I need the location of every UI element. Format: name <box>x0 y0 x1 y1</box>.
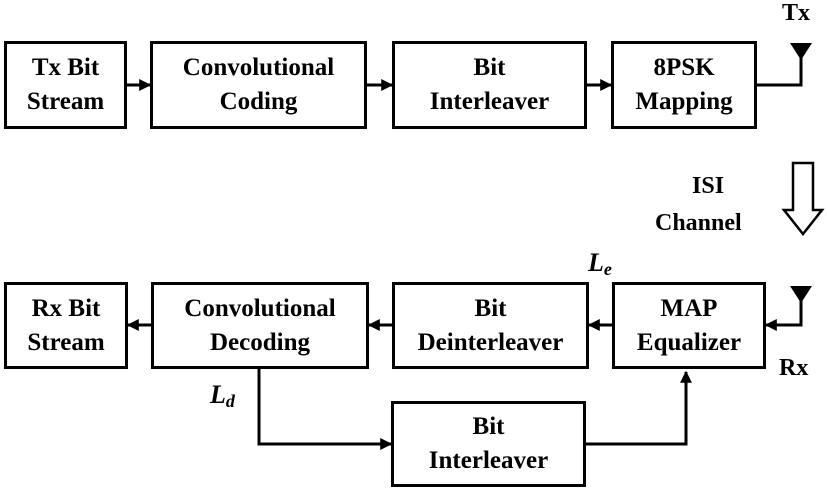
ld-decoder-llr-label: Ld <box>210 380 235 412</box>
le-extrinsic-llr-label: Le <box>588 248 612 280</box>
bit-interleaver-tx-line1: Bit <box>473 54 506 81</box>
convolutional-decoding-block: Convolutional Decoding <box>151 282 369 369</box>
bit-deinterleaver-block: Bit Deinterleaver <box>392 282 589 369</box>
bit-deinterleaver-line2: Deinterleaver <box>417 328 564 356</box>
isi-channel-label-line1: ISI <box>692 173 725 199</box>
isi-channel-arrow-icon <box>781 161 825 237</box>
convolutional-decoding-line2: Decoding <box>210 328 310 356</box>
8psk-mapping-block: 8PSK Mapping <box>611 41 757 129</box>
bit-interleaver-feedback-block: Bit Interleaver <box>391 401 586 487</box>
rx-bit-stream-block: Rx Bit Stream <box>4 282 128 369</box>
wire-interleaver-fb-to-map <box>586 370 692 446</box>
wire-rx-antenna-to-map <box>764 300 803 331</box>
rx-bit-stream-line1: Rx Bit <box>31 294 101 322</box>
wire-decoding-to-interleaver-fb <box>257 369 393 450</box>
8psk-mapping-line1: 8PSK <box>653 54 715 81</box>
ld-subscript: d <box>225 391 235 411</box>
le-subscript: e <box>603 259 612 279</box>
convolutional-coding-line2: Coding <box>219 88 298 115</box>
tx-antenna-label: Tx <box>782 0 811 26</box>
map-equalizer-line1: MAP <box>660 294 718 322</box>
bit-interleaver-feedback-line2: Interleaver <box>428 447 549 474</box>
wire-8psk-to-tx-antenna <box>757 57 803 87</box>
rx-antenna-label: Rx <box>779 355 809 381</box>
map-equalizer-block: MAP Equalizer <box>612 282 766 369</box>
tx-bit-stream-line1: Tx Bit <box>31 54 100 81</box>
map-equalizer-line2: Equalizer <box>636 328 742 356</box>
isi-channel-label-line2: Channel <box>655 210 742 236</box>
tx-bit-stream-line2: Stream <box>26 88 105 115</box>
convolutional-coding-block: Convolutional Coding <box>150 41 367 129</box>
convolutional-decoding-line1: Convolutional <box>184 294 336 322</box>
ld-main: L <box>210 380 226 409</box>
bit-deinterleaver-line1: Bit <box>474 294 507 322</box>
le-main: L <box>588 248 604 277</box>
bit-interleaver-tx-line2: Interleaver <box>429 88 550 115</box>
tx-antenna-icon <box>790 43 812 60</box>
convolutional-coding-line1: Convolutional <box>182 54 335 81</box>
bit-interleaver-feedback-line1: Bit <box>472 413 505 440</box>
tx-bit-stream-block: Tx Bit Stream <box>4 41 127 129</box>
8psk-mapping-line2: Mapping <box>635 88 733 115</box>
bit-interleaver-tx-block: Bit Interleaver <box>392 41 587 129</box>
rx-bit-stream-line2: Stream <box>27 328 105 356</box>
rx-antenna-icon <box>790 286 812 303</box>
